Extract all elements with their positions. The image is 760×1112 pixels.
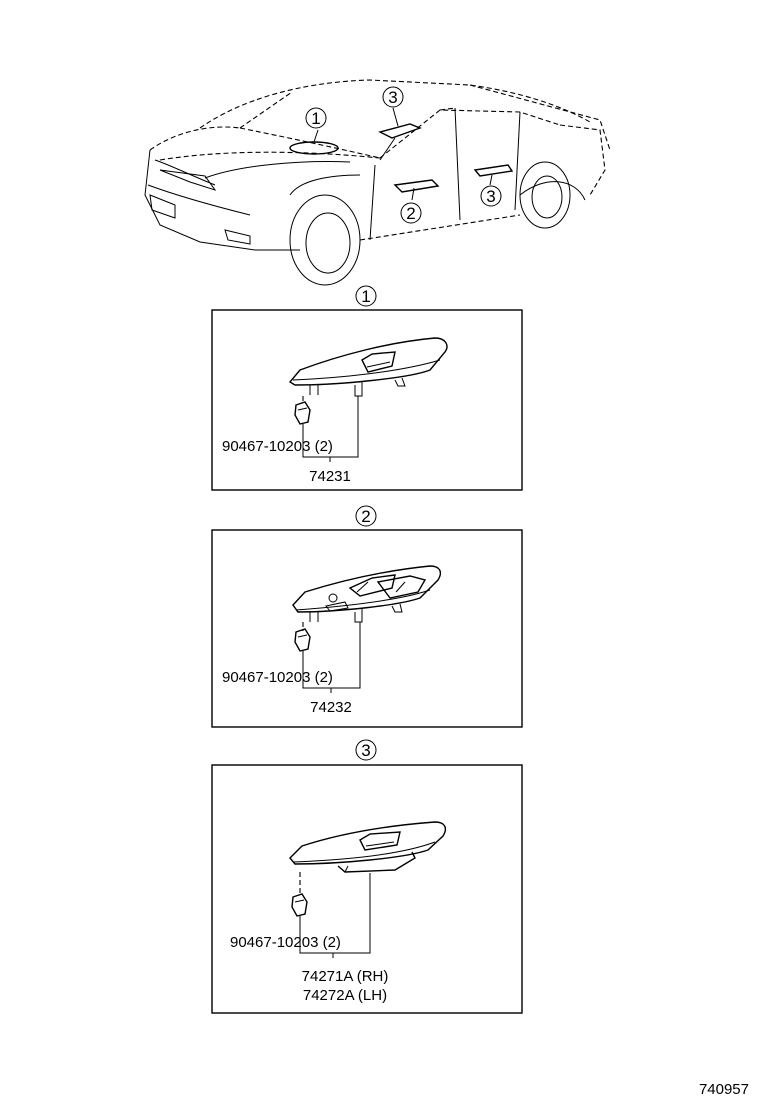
panel-2-assembly-part: 74232 bbox=[310, 699, 352, 716]
panel-3-assembly-part-rh: 74271A (RH) bbox=[302, 968, 389, 985]
panel-2-callout: 2 bbox=[355, 505, 377, 527]
panel-3-frame bbox=[211, 764, 523, 1014]
svg-text:1: 1 bbox=[311, 109, 320, 128]
car-callout-3-front: 3 bbox=[382, 86, 404, 108]
panel-1-callout: 1 bbox=[355, 285, 377, 307]
clip-drawing bbox=[294, 401, 311, 425]
front-door-switch-location bbox=[378, 123, 422, 139]
driver-door-switch-location bbox=[393, 179, 440, 193]
svg-text:2: 2 bbox=[406, 204, 415, 223]
passenger-switch-base-drawing bbox=[289, 821, 447, 873]
svg-text:3: 3 bbox=[486, 187, 495, 206]
panel-3: 3 90467-10203 (2) 74271A (RH) 74272A (LH… bbox=[211, 739, 523, 1014]
clip-drawing bbox=[291, 893, 308, 917]
svg-text:3: 3 bbox=[361, 741, 370, 760]
figure-id: 740957 bbox=[699, 1081, 749, 1098]
car-illustration bbox=[144, 79, 611, 286]
panel-1-assembly-part: 74231 bbox=[309, 468, 351, 485]
clip-drawing bbox=[294, 628, 311, 652]
panel-3-assembly-part-lh: 74272A (LH) bbox=[303, 987, 387, 1004]
svg-text:1: 1 bbox=[361, 287, 370, 306]
panel-1-frame bbox=[211, 309, 523, 491]
master-switch-base-drawing bbox=[292, 565, 442, 623]
switch-base-drawing bbox=[288, 337, 448, 397]
rear-door-switch-location bbox=[473, 164, 514, 177]
panel-2-frame bbox=[211, 529, 523, 728]
svg-text:2: 2 bbox=[361, 507, 370, 526]
car-callout-2: 2 bbox=[400, 202, 422, 224]
svg-text:3: 3 bbox=[388, 88, 397, 107]
panel-2-clip-part: 90467-10203 (2) bbox=[222, 669, 333, 686]
panel-1-clip-part: 90467-10203 (2) bbox=[222, 438, 333, 455]
car-callout-1: 1 bbox=[305, 107, 327, 129]
car-callout-3-rear: 3 bbox=[480, 185, 502, 207]
panel-1: 1 90467-10203 (2) 74231 bbox=[211, 285, 523, 491]
panel-2: 2 90467-10203 (2) 74232 bbox=[211, 505, 523, 728]
panel-3-callout: 3 bbox=[355, 739, 377, 761]
panel-3-clip-part: 90467-10203 (2) bbox=[230, 934, 341, 951]
